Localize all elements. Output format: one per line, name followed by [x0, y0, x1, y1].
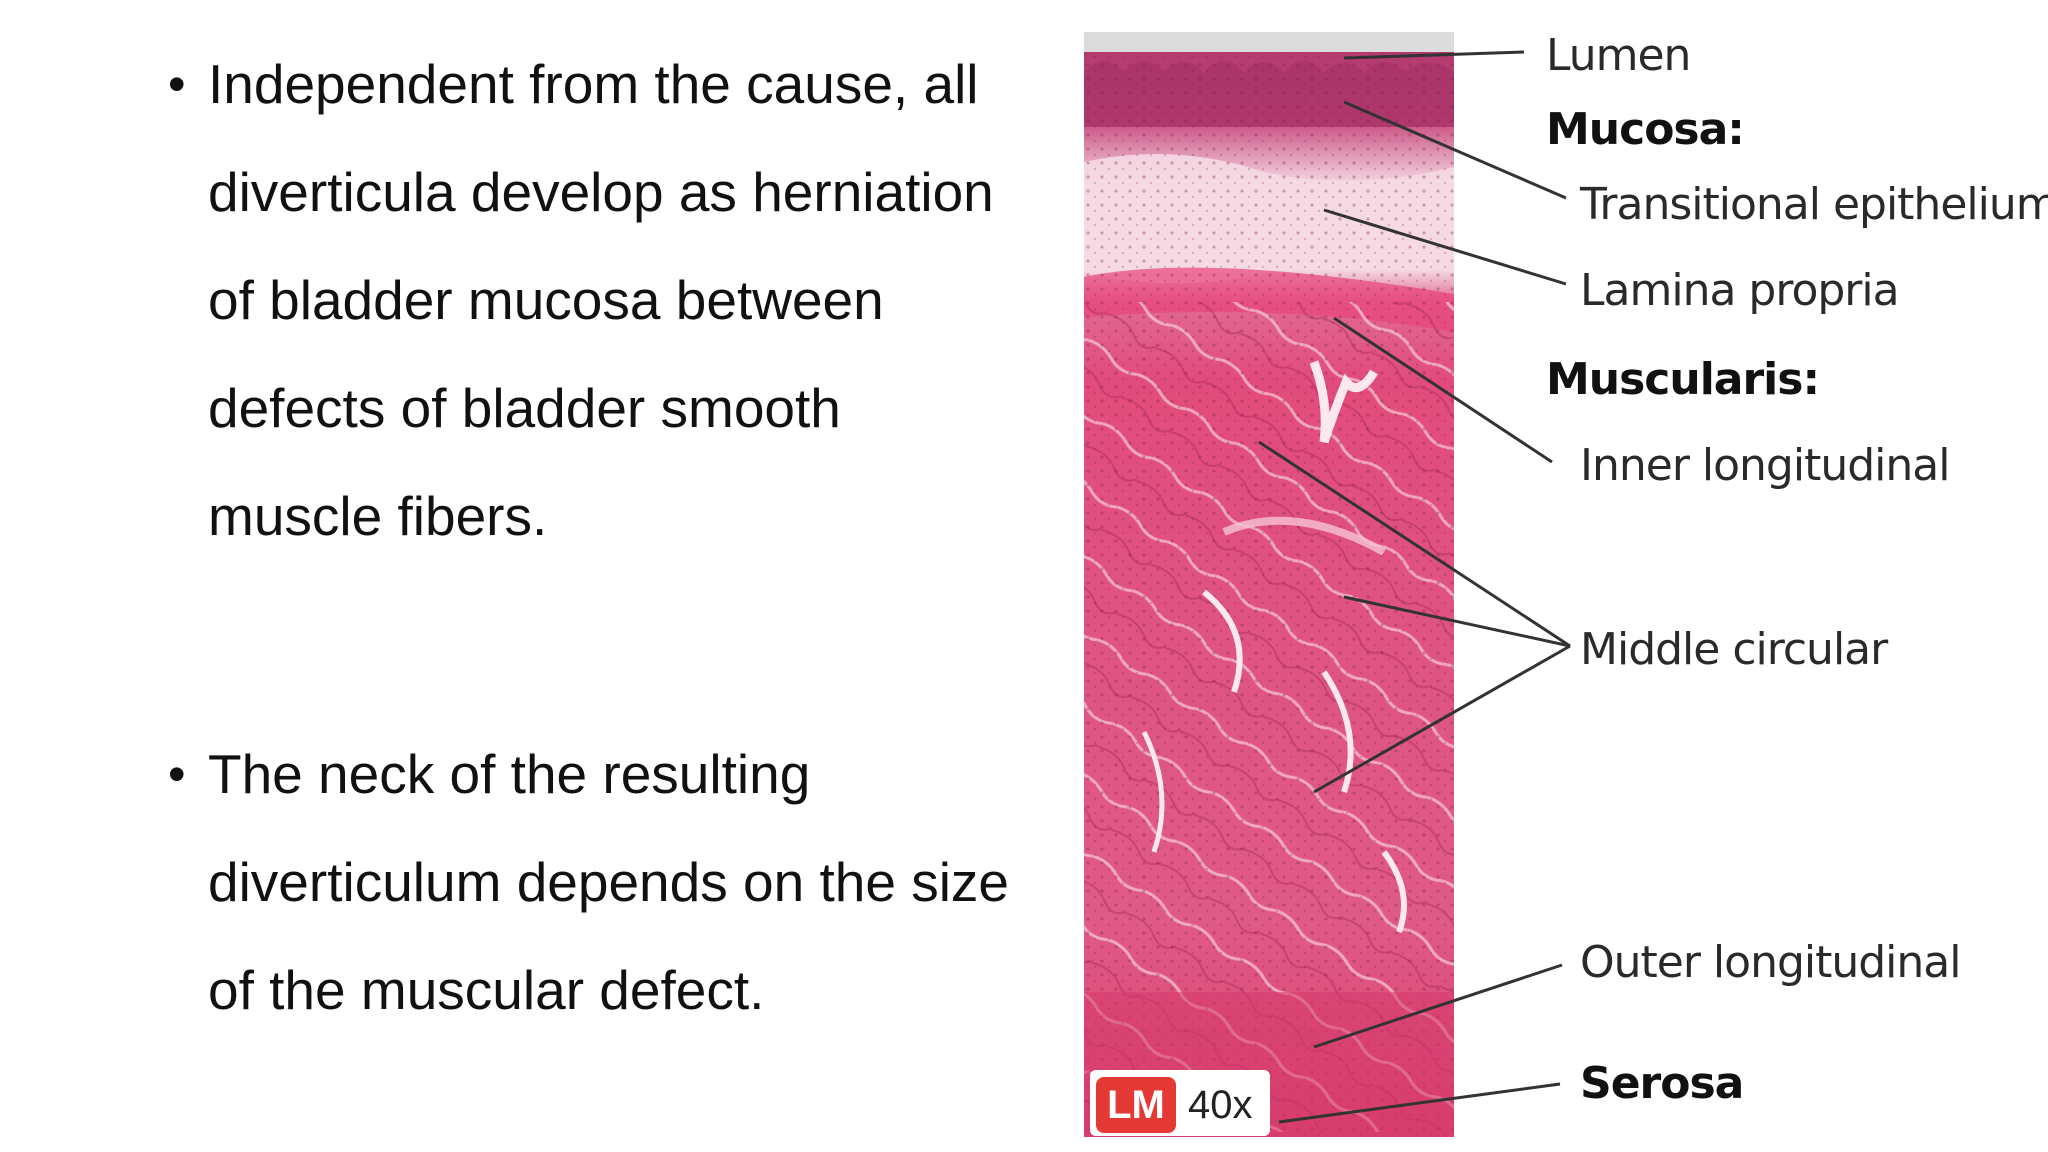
bullet-line: Independent from the cause, all	[208, 53, 979, 115]
label-lamina-propria: Lamina propria	[1580, 265, 1900, 316]
label-muscularis: Muscularis:	[1546, 354, 1820, 405]
histology-image	[1084, 32, 1571, 1137]
bullet-line: diverticula develop as herniation	[208, 161, 994, 223]
lm-badge-magnification: 40x	[1188, 1083, 1253, 1127]
label-middle-circular: Middle circular	[1580, 624, 1888, 675]
bullet-line: The neck of the resulting	[208, 743, 811, 805]
bullet-line: defects of bladder smooth	[208, 377, 841, 439]
magnification-badge: LM 40x	[1090, 1070, 1270, 1136]
bullet-line: of the muscular defect.	[208, 959, 765, 1021]
bullet-line: diverticulum depends on the size	[208, 851, 1010, 913]
label-inner-longitudinal: Inner longitudinal	[1580, 440, 1950, 491]
label-lumen: Lumen	[1546, 30, 1691, 81]
histology-figure: Lumen Mucosa: Transitional epithelium La…	[1084, 30, 2048, 1142]
bullet-line: of bladder mucosa between	[208, 269, 884, 331]
leader-lines	[1258, 50, 1571, 1124]
lm-badge-code: LM	[1096, 1077, 1176, 1133]
bullet-item: • Independent from the cause, all divert…	[168, 30, 1048, 570]
bullet-line: muscle fibers.	[208, 485, 548, 547]
bullet-item: • The neck of the resulting diverticulum…	[168, 720, 1048, 1044]
label-mucosa: Mucosa:	[1546, 104, 1745, 155]
label-transitional-epithelium: Transitional epithelium	[1580, 179, 2048, 230]
bullet-list: • Independent from the cause, all divert…	[168, 30, 1048, 1044]
label-outer-longitudinal: Outer longitudinal	[1580, 937, 1961, 988]
label-serosa: Serosa	[1580, 1058, 1744, 1109]
bullet-dot: •	[168, 56, 186, 112]
bullet-dot: •	[168, 746, 186, 802]
